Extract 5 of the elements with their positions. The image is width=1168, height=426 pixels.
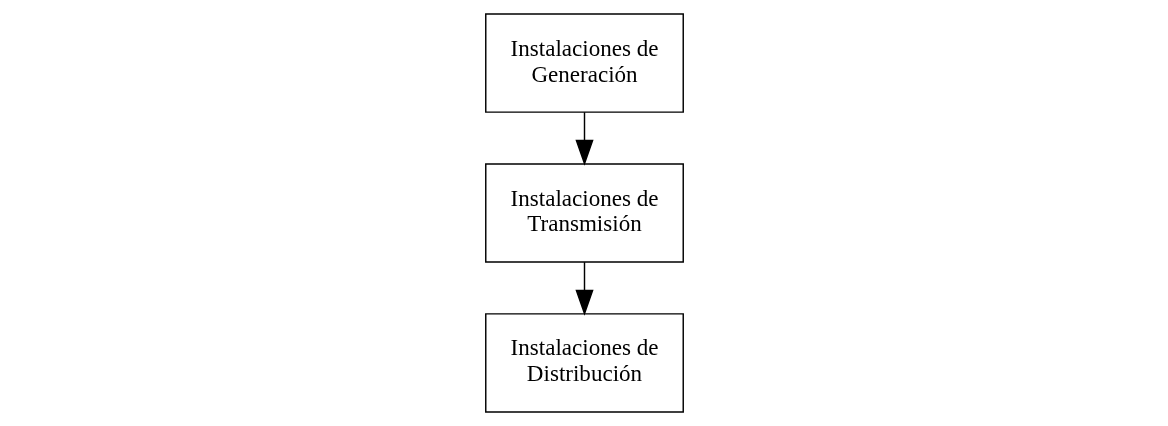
arrow — [574, 261, 594, 316]
node-box: Instalaciones de Generación — [484, 13, 684, 113]
node-box: Instalaciones de Transmisión — [484, 163, 684, 263]
arrow — [574, 111, 594, 166]
node-box: Instalaciones de Distribución — [484, 313, 684, 413]
